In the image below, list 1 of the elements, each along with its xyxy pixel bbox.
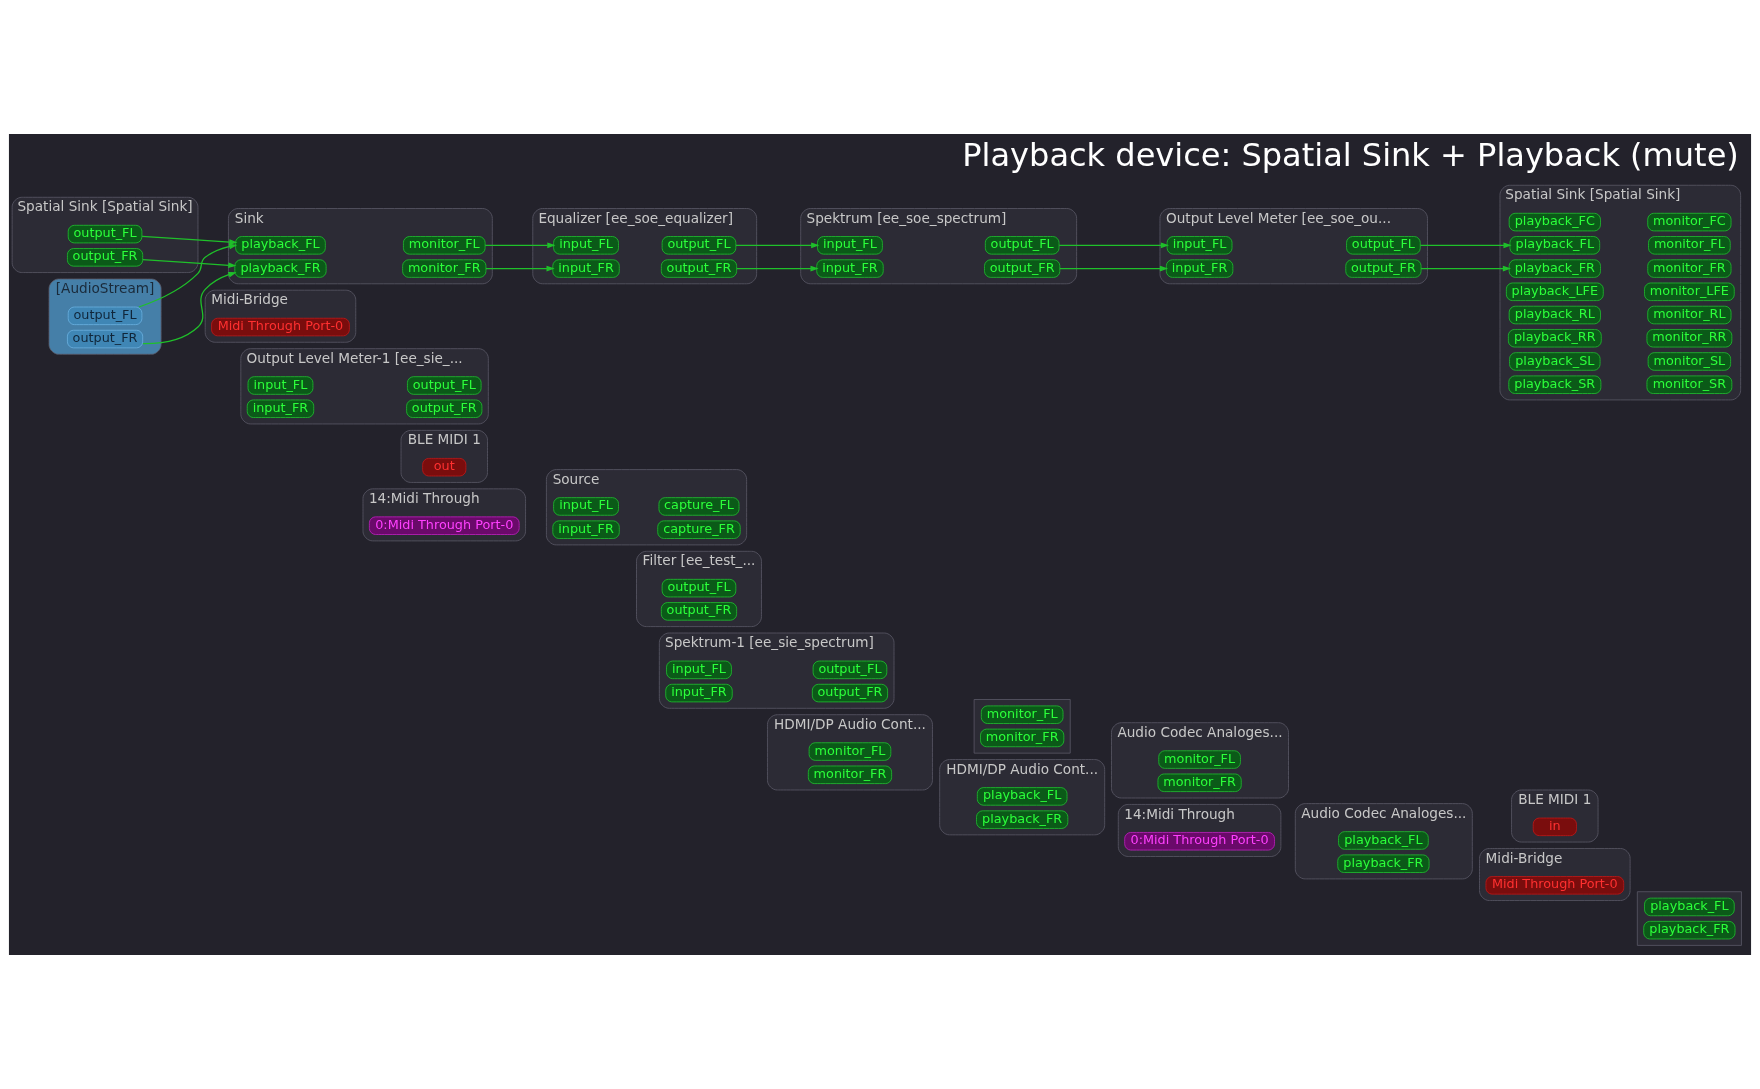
diagram-title: Playback device: Spatial Sink + Playback (mute) bbox=[962, 136, 1739, 175]
